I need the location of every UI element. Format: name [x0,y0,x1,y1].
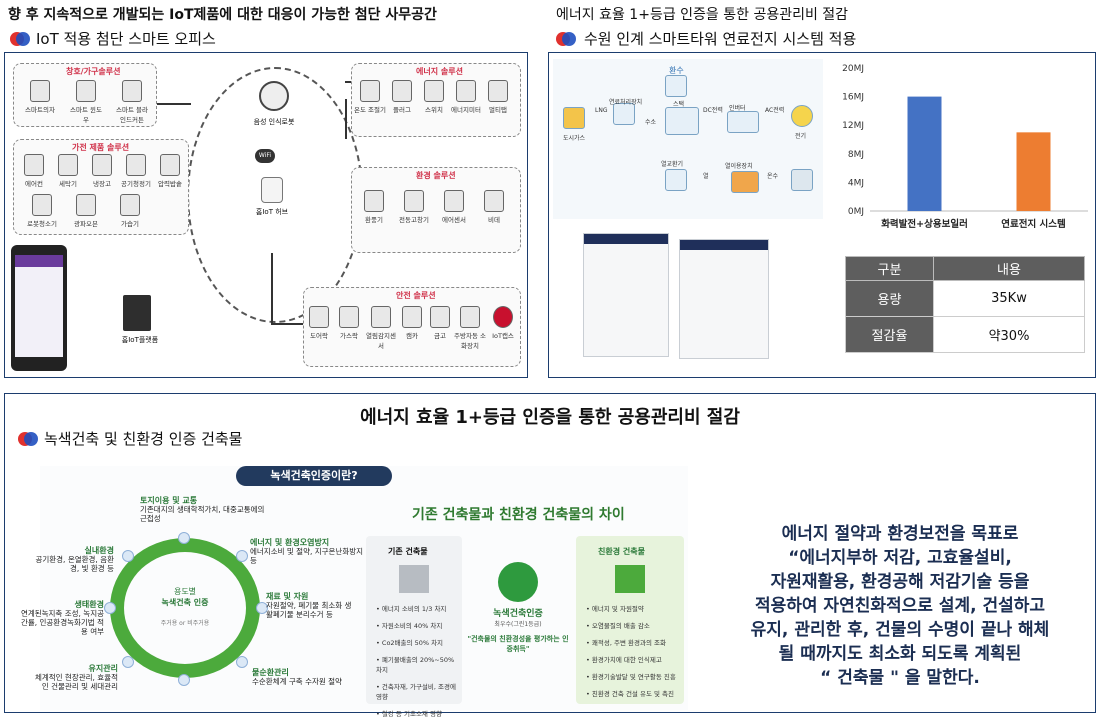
smart-office-diagram: 창호/가구솔루션 스마트의자 스마트 윈도우 스마트 블라인드커튼 가전 제품 … [4,52,528,378]
server-icon [123,295,151,331]
iot-caps-icon: IoT캡스 [486,306,520,340]
y-tick-label: 12MJ [842,121,864,131]
smartphone-icon [11,245,67,371]
compare-right-column: 친환경 건축물 에너지 및 자원절약 오염물질의 배출 감소 쾌적성, 주변 환… [576,536,684,704]
air-sensor-icon: 에어센서 [436,190,472,224]
y-tick-label: 4MJ [848,178,864,188]
chart-svg: 0MJ 4MJ 8MJ 12MJ 16MJ 20MJ 화력발전+상용보일러 연료전지 시스템 [842,64,1088,230]
bar [1016,132,1051,211]
table-row: 절감율 약30% [845,316,1085,353]
robot-cleaner-icon: 로봇청소기 [24,194,60,228]
green-building-definition: 에너지 절약과 환경보전을 목표로 “에너지부하 저감, 고효율설비, 자원재활… [750,524,1050,688]
building-icon [399,565,429,593]
leaf-badge-icon [498,562,538,602]
group-safety: 안전 솔루션 도어락 가스락 열림감지센서 캠카 금고 주방자동 소화장치 Io… [303,287,521,367]
x-category-label: 화력발전+상용보일러 [881,218,968,230]
energy-bar-chart: 0MJ 4MJ 8MJ 12MJ 16MJ 20MJ 화력발전+상용보일러 연료전지 시스템 [826,58,1092,243]
fuel-cell-flow-diagram: 환수 도시가스 LNG 연료처리장치 수소 스택 DC전력 인버터 AC전력 전… [553,59,823,219]
bottom-subtitle: 녹색건축 및 친환경 인증 건축물 [44,430,243,448]
air-purifier-icon: 공기청정기 [118,154,154,188]
door-lock-icon: 도어락 [304,306,334,340]
fridge-icon: 냉장고 [84,154,120,188]
top-right-subtitle: 수원 인계 스마트타워 연료전지 시스템 적용 [584,30,857,48]
y-tick-label: 20MJ [842,64,864,74]
plug-icon: 플러그 [384,80,420,114]
fan-icon: 환풍기 [356,190,392,224]
compare-heading: 기존 건축물과 친환경 건축물의 차이 [412,507,625,523]
top-left-headline: 향 후 지속적으로 개발되는 IoT제품에 대한 대응이 가능한 첨단 사무공간 [8,7,437,23]
open-sensor-icon: 열림감지센서 [364,306,398,350]
fire-extinguisher-icon: 주방자동 소화장치 [454,306,486,350]
bullet-icon [18,432,38,446]
bullet-icon [10,32,30,46]
group-environment: 환경 솔루션 환풍기 전동고창기 에어센서 비데 [351,167,521,253]
y-tick-label: 16MJ [842,93,864,103]
washer-icon: 세탁기 [50,154,86,188]
bottom-title: 에너지 효율 1+등급 인증을 통한 공용관리비 절감 [360,407,740,428]
gas-lock-icon: 가스락 [334,306,364,340]
group-appliance: 가전 제품 솔루션 에어컨 세탁기 냉장고 공기청정기 압력밥솥 로봇청소기 광… [13,139,189,235]
top-left-subtitle: IoT 적용 첨단 스마트 오피스 [36,30,216,48]
green-cert-infographic: 녹색건축인증이란? 용도별 녹색건축 인증 주거용 or 비주거용 토지이용 및… [21,466,688,717]
smart-blind-icon: 스마트 블라인드커튼 [114,80,150,124]
wifi-icon: WiFi [255,149,275,163]
fuel-cell-unit-icon [679,239,769,359]
compare-left-column: 기존 건축물 에너지 소비의 1/3 차지 자원소비의 40% 차지 Co2배출… [366,536,462,717]
camera-icon: 캠카 [398,306,426,340]
energy-meter-icon: 에너지미터 [448,80,484,114]
cycle-center: 용도별 녹색건축 인증 주거용 or 비주거용 [160,587,210,627]
window-opener-icon: 전동고창기 [396,190,432,224]
group-window-furniture: 창호/가구솔루션 스마트의자 스마트 윈도우 스마트 블라인드커튼 [13,63,157,127]
fuel-cell-unit-icon [583,233,669,357]
thermostat-icon: 온도 조절기 [352,80,388,114]
rice-cooker-icon: 압력밥솥 [152,154,188,188]
aircon-icon: 에어컨 [16,154,52,188]
safe-icon: 금고 [426,306,454,340]
table-header: 구분 [845,256,934,281]
green-building-icon [615,565,645,593]
switch-icon: 스위치 [416,80,452,114]
bullet-icon [556,32,576,46]
smart-window-icon: 스마트 윈도우 [68,80,104,124]
y-tick-label: 8MJ [848,150,864,160]
green-badge: 녹색건축인증 최우수(그린1등급) "건축물의 친환경성을 평가하는 인증취득" [466,562,570,654]
banner: 녹색건축인증이란? [236,466,392,486]
smart-chair-icon: 스마트의자 [22,80,58,114]
power-strip-icon: 멀티탭 [480,80,516,114]
iot-hub-icon [261,177,283,203]
humidifier-icon: 가습기 [112,194,148,228]
voice-robot-icon [259,81,289,111]
bidet-icon: 비데 [476,190,512,224]
y-tick-label: 0MJ [848,207,864,217]
bar [907,96,942,211]
group-energy: 에너지 솔루션 온도 조절기 플러그 스위치 에너지미터 멀티탭 [351,63,521,137]
table-header: 내용 [933,256,1085,281]
top-right-headline: 에너지 효율 1+등급 인증을 통한 공용관리비 절감 [556,7,849,23]
x-category-label: 연료전지 시스템 [1001,218,1066,230]
table-row: 용량 35Kw [845,280,1085,317]
oven-icon: 광파오븐 [68,194,104,228]
spec-table: 구분 내용 용량 35Kw 절감율 약30% [845,256,1085,353]
